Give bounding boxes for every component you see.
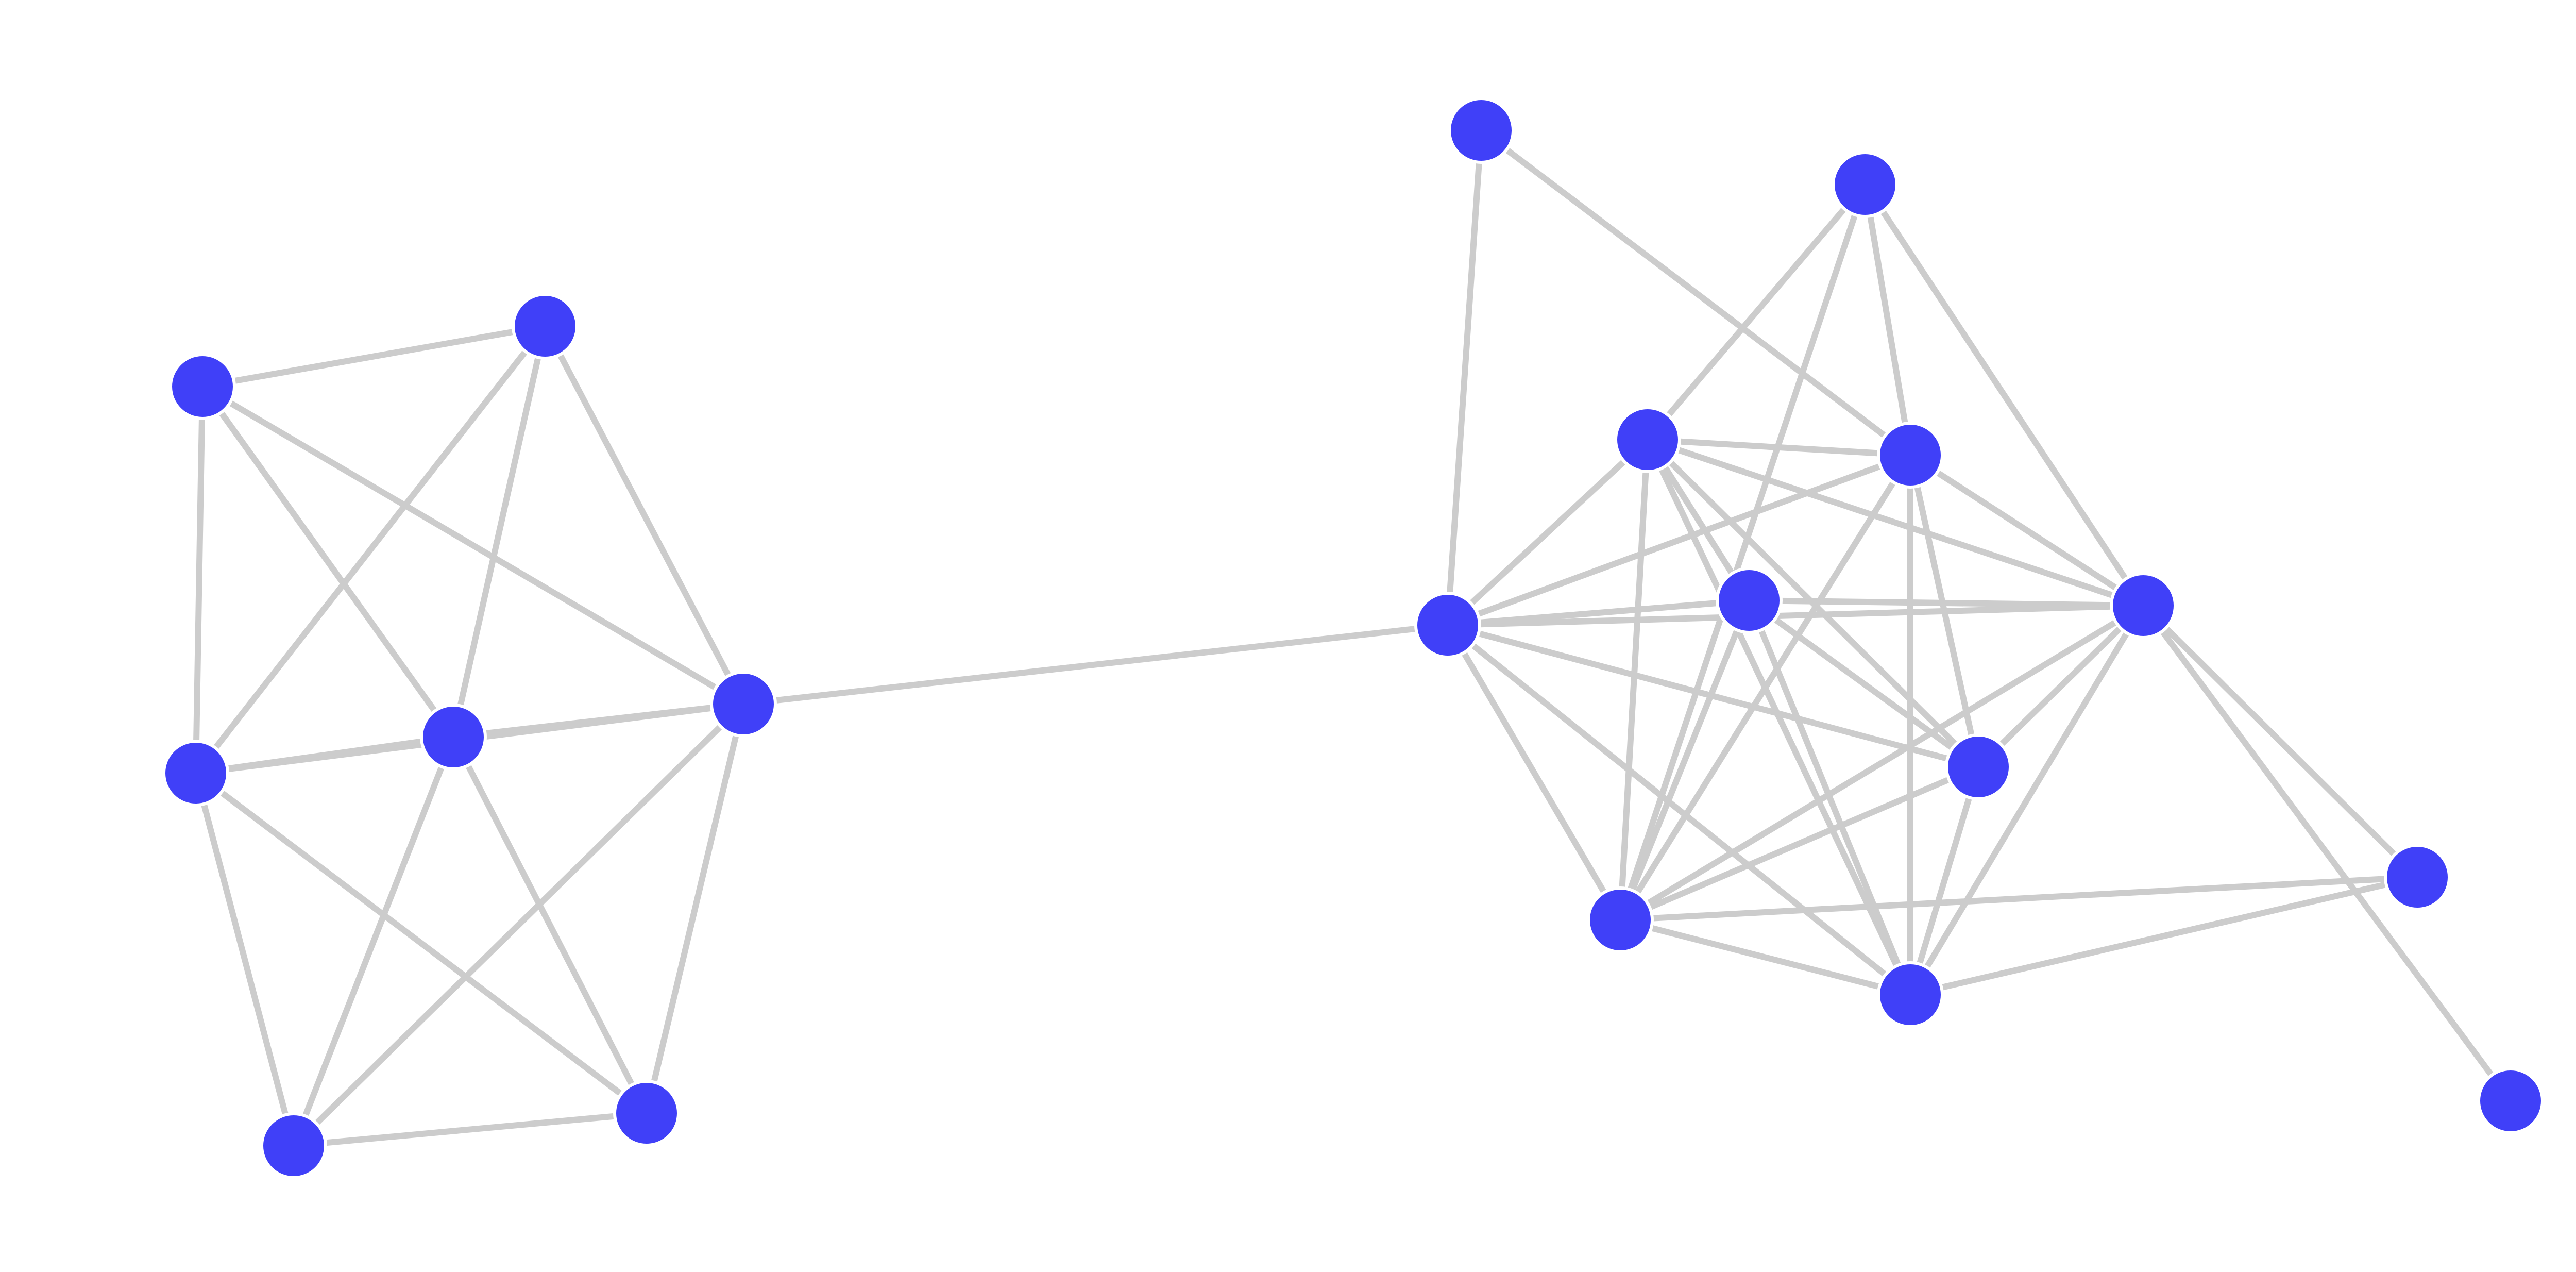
graph-node[interactable] (1614, 406, 1681, 473)
graph-node[interactable] (1414, 592, 1481, 659)
graph-edge (199, 383, 456, 740)
graph-edge (1617, 437, 1651, 923)
graph-edge (193, 770, 297, 1149)
graph-node[interactable] (2477, 1067, 2544, 1134)
graph-node[interactable] (2384, 844, 2451, 911)
graph-edge (1645, 437, 1913, 998)
graph-node[interactable] (1716, 567, 1783, 634)
graph-edge (1617, 764, 1981, 923)
graph-node[interactable] (420, 704, 487, 771)
graph-edge (1617, 602, 2146, 923)
graph-node[interactable] (512, 293, 579, 360)
graph-node[interactable] (162, 740, 229, 807)
graph-node[interactable] (1877, 422, 1944, 489)
graph-node[interactable] (1945, 733, 2012, 800)
graph-edge (1445, 452, 1913, 628)
graph-edge (740, 622, 1451, 707)
graph-edge (1746, 597, 1981, 770)
graph-edge (1907, 874, 2420, 998)
graph-edge (2140, 602, 2514, 1104)
graph-edge (291, 734, 456, 1149)
graph-edge (1907, 452, 2146, 609)
graph-edge (193, 383, 206, 776)
graph-edge (1645, 181, 1868, 443)
graph-edge (450, 323, 548, 740)
graph-edge (1445, 437, 1651, 628)
graph-edge (2140, 602, 2420, 880)
graph-edge (1617, 874, 2420, 923)
graph-edge (450, 734, 650, 1116)
graph-edge (199, 383, 747, 707)
graph-edge (1862, 181, 2146, 609)
graph-node[interactable] (260, 1112, 327, 1179)
graph-edge (193, 323, 548, 776)
graph-edge (1445, 622, 1623, 923)
graph-node[interactable] (169, 353, 236, 420)
graph-edge (199, 323, 548, 390)
graph-edge (291, 701, 747, 1149)
graph-edge (1445, 622, 1913, 998)
graph-node[interactable] (1832, 151, 1899, 218)
graph-edge (1445, 602, 2146, 628)
graph-edge (1862, 181, 1913, 458)
graph-node[interactable] (1448, 97, 1515, 164)
node-layer (162, 97, 2544, 1179)
graph-edge (1617, 452, 1913, 923)
graph-node[interactable] (710, 671, 777, 738)
graph-edge (1478, 127, 1913, 458)
graph-edge (1617, 917, 1913, 998)
graph-edge (1645, 437, 1913, 458)
graph-edge (1746, 597, 2146, 609)
graph-edge (1907, 602, 2146, 998)
graph-edge (1645, 437, 2146, 609)
graph-edge (193, 734, 456, 776)
graph-edge (1975, 602, 2146, 770)
graph-edge (542, 323, 747, 707)
graph-node[interactable] (1877, 961, 1944, 1028)
graph-node[interactable] (2110, 572, 2177, 639)
graph-node[interactable] (1587, 886, 1654, 953)
graph-edge (643, 701, 747, 1116)
graph-node[interactable] (613, 1080, 680, 1147)
graph-edge (291, 1110, 650, 1149)
graph-edge (1617, 181, 1868, 923)
graph-edge (193, 770, 650, 1116)
graph-edge (1445, 127, 1484, 628)
edge-layer (193, 127, 2514, 1149)
graph-edge (1907, 764, 1981, 998)
graph-edge (1617, 597, 1752, 923)
